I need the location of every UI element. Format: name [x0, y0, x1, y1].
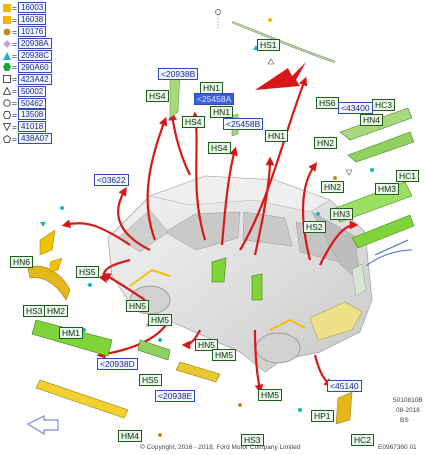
- label-hs6: HS6: [316, 97, 339, 109]
- legend-row: =16038: [2, 14, 88, 26]
- label-25458b: <25458B: [223, 118, 264, 130]
- document-date: 08-2018: [396, 407, 420, 414]
- label-hs3: HS3: [23, 305, 46, 317]
- legend-code: 438A07: [17, 133, 52, 145]
- label-hs4: HS4: [146, 90, 169, 102]
- hexagon-outline-icon: [2, 110, 11, 119]
- label-43400: <43400: [338, 102, 373, 114]
- legend-code: 10176: [17, 26, 47, 38]
- label-hm5: HM5: [258, 389, 282, 401]
- legend-code: 423A42: [17, 73, 52, 85]
- trim-strip: [365, 249, 413, 267]
- circle-filled-icon: [2, 27, 11, 36]
- label-hm5: HM5: [148, 314, 172, 326]
- legend: =16003 =16038 =10176 =20938A =20938C =29…: [2, 2, 88, 145]
- copyright-notice: © Copyright, 2016 - 2018, Ford Motor Com…: [140, 444, 301, 451]
- label-hs4: HS4: [182, 116, 205, 128]
- legend-code: 50462: [17, 97, 47, 109]
- square-filled-icon: [2, 15, 11, 24]
- legend-code: 20938A: [17, 38, 52, 50]
- triangle-outline-icon: [2, 87, 11, 96]
- label-hn1: HN1: [210, 106, 234, 118]
- reference-number: E0967360 01: [378, 444, 417, 451]
- label-hm2: HM2: [44, 305, 68, 317]
- pentagon-outline-icon: [2, 134, 11, 143]
- label-hn1: HN1: [265, 130, 289, 142]
- document-number: 5010810B: [393, 397, 423, 404]
- label-hm4: HM4: [118, 430, 142, 442]
- legend-row: =13508: [2, 109, 88, 121]
- label-20938b: <20938B: [158, 68, 199, 80]
- fastener-icons: [40, 45, 374, 437]
- legend-row: =50002: [2, 85, 88, 97]
- label-hm5: HM5: [212, 349, 236, 361]
- label-hn5: HN5: [195, 339, 219, 351]
- label-hs5: HS5: [76, 266, 99, 278]
- legend-code: 41018: [17, 121, 47, 133]
- label-hm3: HM3: [375, 183, 399, 195]
- label-20938e: <20938E: [155, 390, 196, 402]
- label-hn5: HN5: [126, 300, 150, 312]
- label-hm1: HM1: [59, 327, 83, 339]
- square-filled-icon: [2, 3, 11, 12]
- label-hc2: HC2: [351, 434, 375, 446]
- square-outline-icon: [2, 75, 11, 84]
- legend-code: 20938C: [17, 50, 52, 61]
- label-hs1: HS1: [257, 39, 280, 51]
- triangle-down-outline-icon: [2, 122, 11, 131]
- orientation-arrow-icon: [26, 415, 59, 436]
- legend-code: 50002: [17, 85, 47, 97]
- legend-code: 13508: [17, 109, 47, 121]
- label-hp1: HP1: [311, 410, 334, 422]
- label-hs3: HS3: [241, 434, 264, 446]
- label-hn6: HN6: [10, 256, 34, 268]
- legend-row: =50462: [2, 97, 88, 109]
- label-hc1: HC1: [396, 170, 420, 182]
- legend-row: =290A60: [2, 61, 88, 73]
- label-hs5: HS5: [139, 374, 162, 386]
- label-03622: <03622: [94, 174, 129, 186]
- legend-row: =20938C: [2, 50, 88, 62]
- legend-code: 290A60: [17, 61, 52, 73]
- legend-code: 16038: [17, 14, 47, 26]
- label-45140: <45140: [327, 380, 362, 392]
- label-hn3: HN3: [330, 208, 354, 220]
- legend-row: =16003: [2, 2, 88, 14]
- label-hs4: HS4: [208, 142, 231, 154]
- label-20938d: <20938D: [97, 358, 138, 370]
- label-hn2: HN2: [321, 181, 345, 193]
- label-hn4: HN4: [360, 114, 384, 126]
- legend-row: =41018: [2, 121, 88, 133]
- roof-rail-part: [215, 9, 336, 64]
- legend-row: =10176: [2, 26, 88, 38]
- label-hn2: HN2: [314, 137, 338, 149]
- legend-row: =20938A: [2, 38, 88, 50]
- hexagon-filled-icon: [2, 63, 11, 72]
- diamond-filled-icon: [2, 39, 11, 48]
- triangle-filled-icon: [2, 51, 11, 60]
- label-hc3: HC3: [372, 99, 396, 111]
- circle-outline-icon: [2, 99, 11, 108]
- market-code: BS: [400, 417, 409, 424]
- label-hs2: HS2: [303, 221, 326, 233]
- legend-row: =423A42: [2, 73, 88, 85]
- label-25458a: <25458A: [194, 93, 235, 105]
- arrow-pointer-icon: [255, 62, 306, 90]
- legend-code: 16003: [17, 2, 47, 14]
- legend-row: =438A07: [2, 133, 88, 145]
